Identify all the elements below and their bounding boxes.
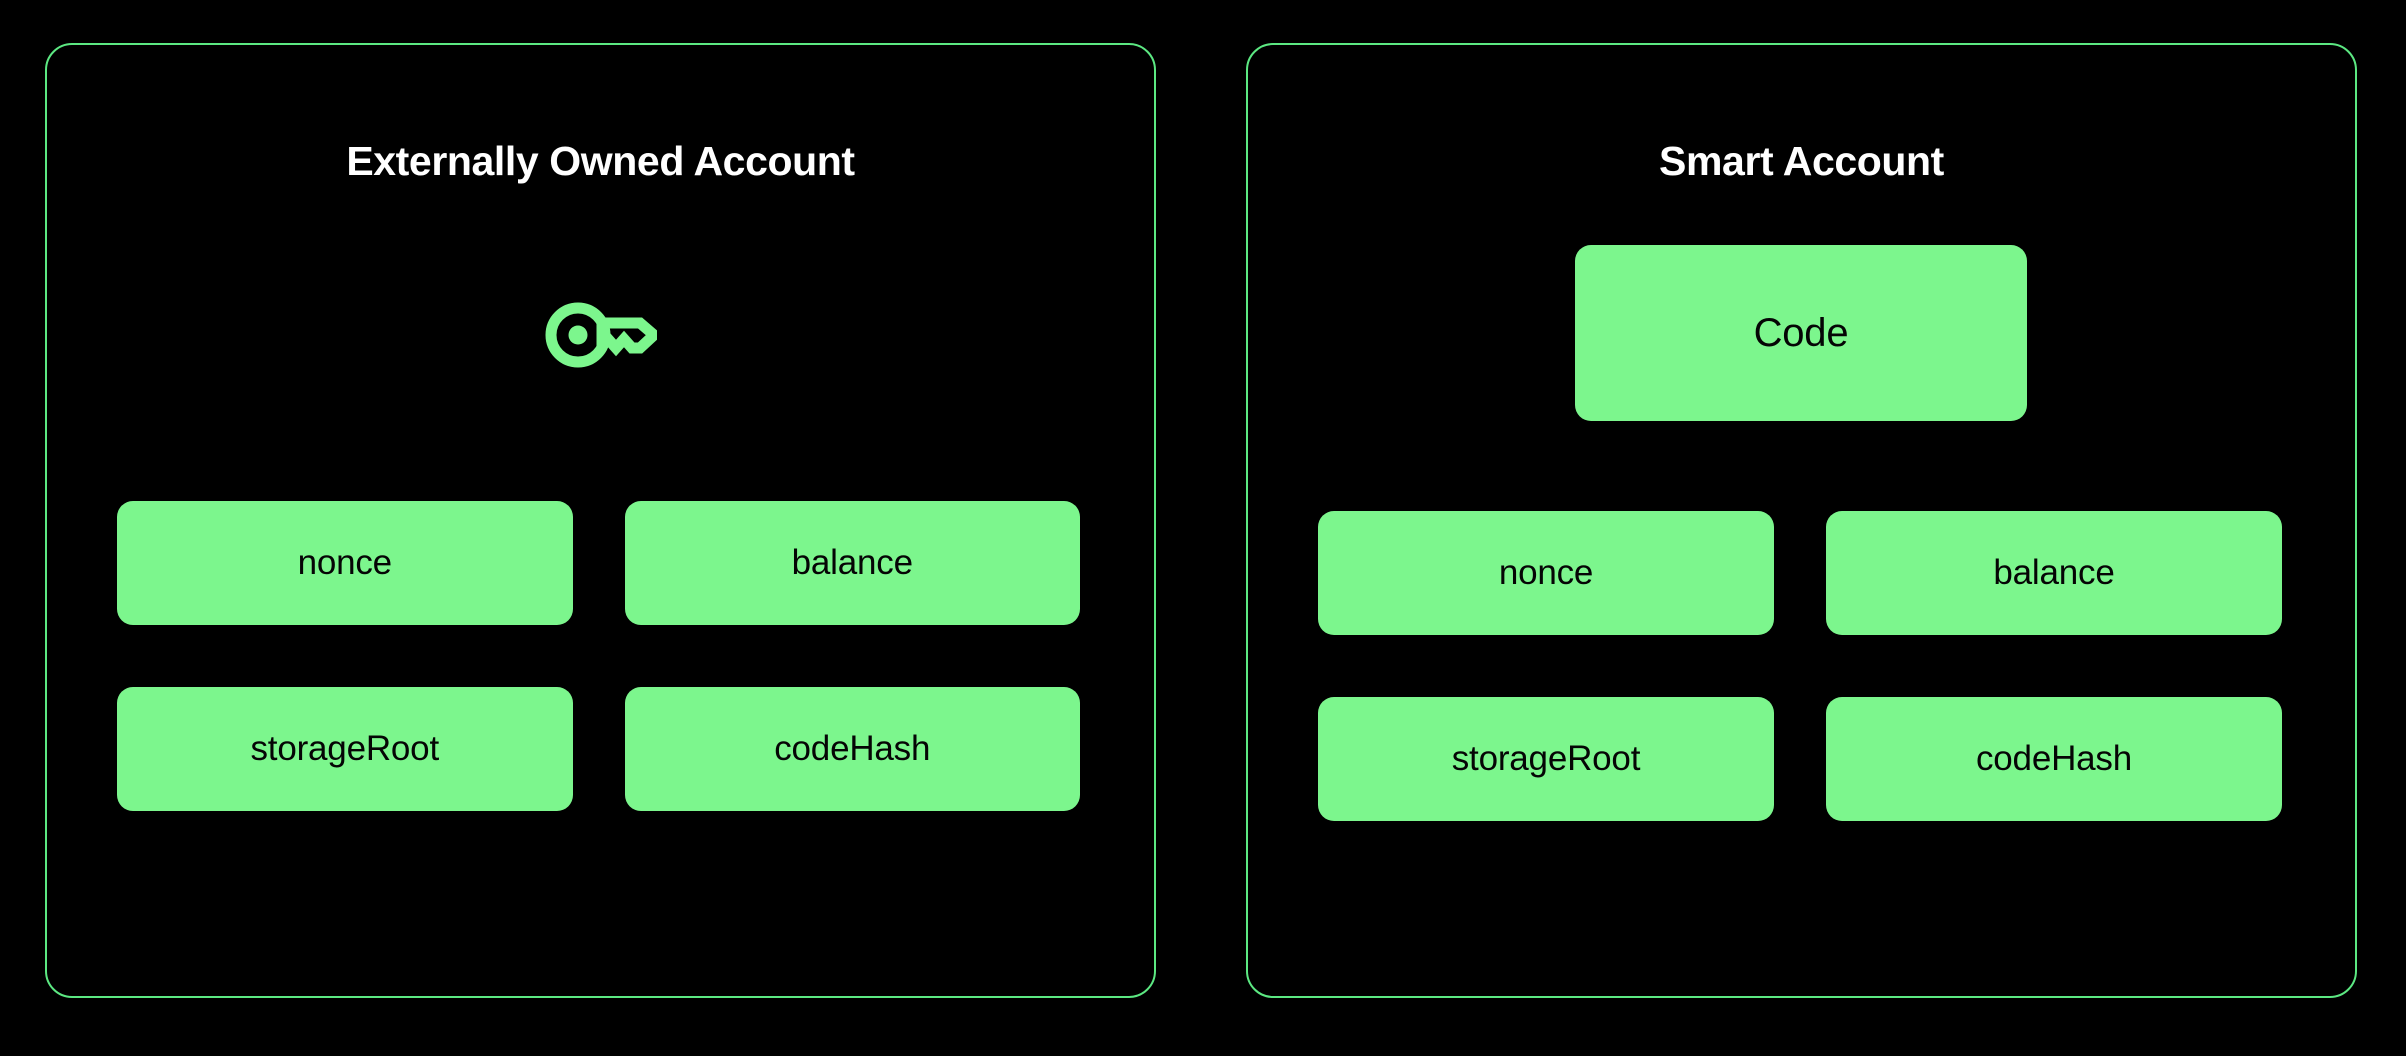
panel-title-smart-account: Smart Account — [1659, 138, 1944, 184]
field-chip-storageroot[interactable]: storageRoot — [117, 687, 573, 811]
field-chip-balance[interactable]: balance — [624, 501, 1080, 625]
key-icon-container — [47, 290, 1154, 380]
field-chip-codehash[interactable]: codeHash — [1826, 697, 2282, 821]
field-chip-nonce[interactable]: nonce — [117, 501, 573, 625]
key-icon — [544, 301, 657, 369]
field-chip-storageroot[interactable]: storageRoot — [1318, 697, 1774, 821]
panel-externally-owned-account: Externally Owned Account nonce balance s… — [45, 43, 1156, 998]
panel-smart-account: Smart Account Code nonce balance storage… — [1246, 43, 2357, 998]
code-block[interactable]: Code — [1575, 245, 2027, 421]
field-grid-smart-account: nonce balance storageRoot codeHash — [1318, 511, 2282, 821]
panel-title-externally-owned-account: Externally Owned Account — [346, 138, 855, 184]
field-chip-nonce[interactable]: nonce — [1318, 511, 1774, 635]
field-chip-codehash[interactable]: codeHash — [624, 687, 1080, 811]
field-chip-balance[interactable]: balance — [1826, 511, 2282, 635]
field-grid-externally-owned-account: nonce balance storageRoot codeHash — [117, 501, 1080, 811]
